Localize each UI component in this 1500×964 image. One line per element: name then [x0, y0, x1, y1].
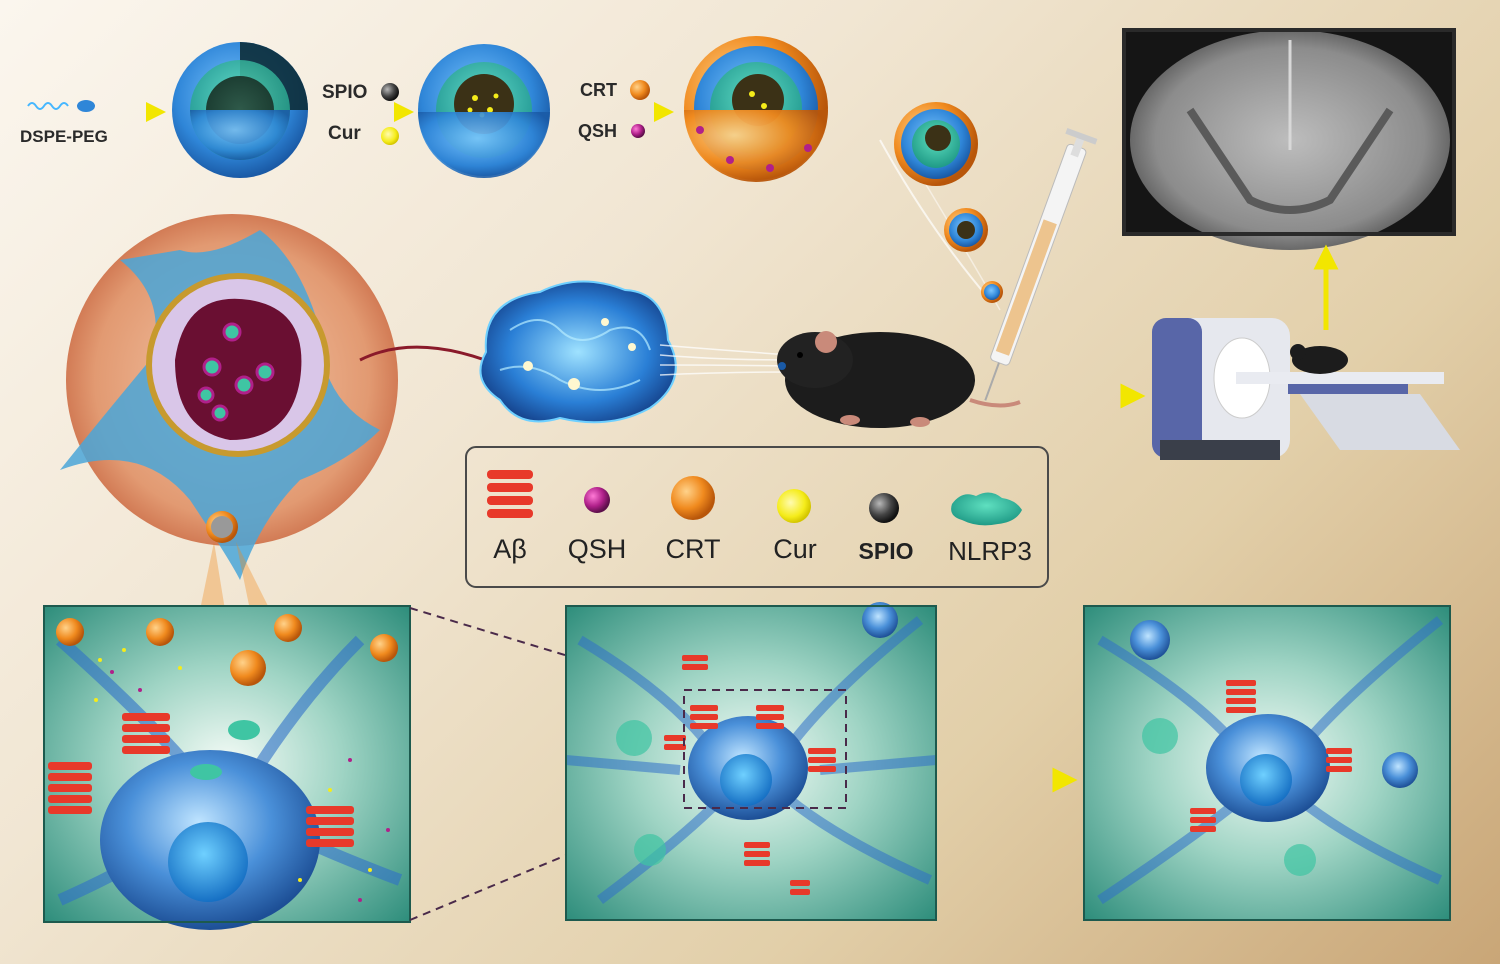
spio-particle-icon [381, 83, 399, 101]
abeta-legend-icon [487, 470, 533, 518]
dspe-peg-molecule-icon [27, 100, 95, 112]
bbb-inset-circle [60, 214, 398, 580]
syringe-icon [984, 128, 1098, 401]
cur-particle-icon [381, 127, 399, 145]
cur-legend-icon [777, 489, 811, 523]
panel-middle [565, 602, 937, 920]
spio-legend-icon [869, 493, 899, 523]
legend-label-abeta: Aβ [493, 534, 527, 564]
panel-left-particles [94, 648, 390, 902]
qsh-particle-icon [631, 124, 645, 138]
legend-label-crt: CRT [665, 534, 721, 564]
crt-legend-icon [671, 476, 715, 520]
mri-brain-image [1122, 28, 1456, 250]
nanoparticle-large [894, 102, 978, 186]
legend-label-qsh: QSH [567, 534, 627, 564]
loaded-liposome [418, 44, 550, 178]
legend-label-cur: Cur [773, 534, 817, 564]
nlrp3-legend-icon [951, 492, 1022, 526]
nanoparticle-medium [944, 208, 988, 252]
empty-liposome [172, 42, 308, 178]
brain-illustration [479, 280, 677, 424]
cur-label: Cur [328, 123, 361, 144]
dspe-peg-label: DSPE-PEG [20, 127, 108, 146]
mri-scanner-illustration [1152, 318, 1460, 460]
spio-label: SPIO [322, 82, 368, 103]
crt-particle-icon [630, 80, 650, 100]
qsh-legend-icon [584, 487, 610, 513]
brain-to-mouse-lines [659, 344, 791, 376]
legend-box [465, 446, 1049, 588]
nanoparticle-small [981, 281, 1003, 303]
panel-right [1084, 606, 1450, 920]
crt-label: CRT [580, 80, 617, 100]
qsh-label: QSH [578, 121, 618, 141]
zoom-line-top [409, 607, 681, 691]
legend-label-nlrp3: NLRP3 [948, 536, 1032, 566]
crt-qsh-coated-liposome [684, 36, 828, 182]
mouse-illustration [777, 331, 1021, 428]
legend-label-spio: SPIO [858, 538, 914, 564]
panel-left [44, 606, 410, 930]
